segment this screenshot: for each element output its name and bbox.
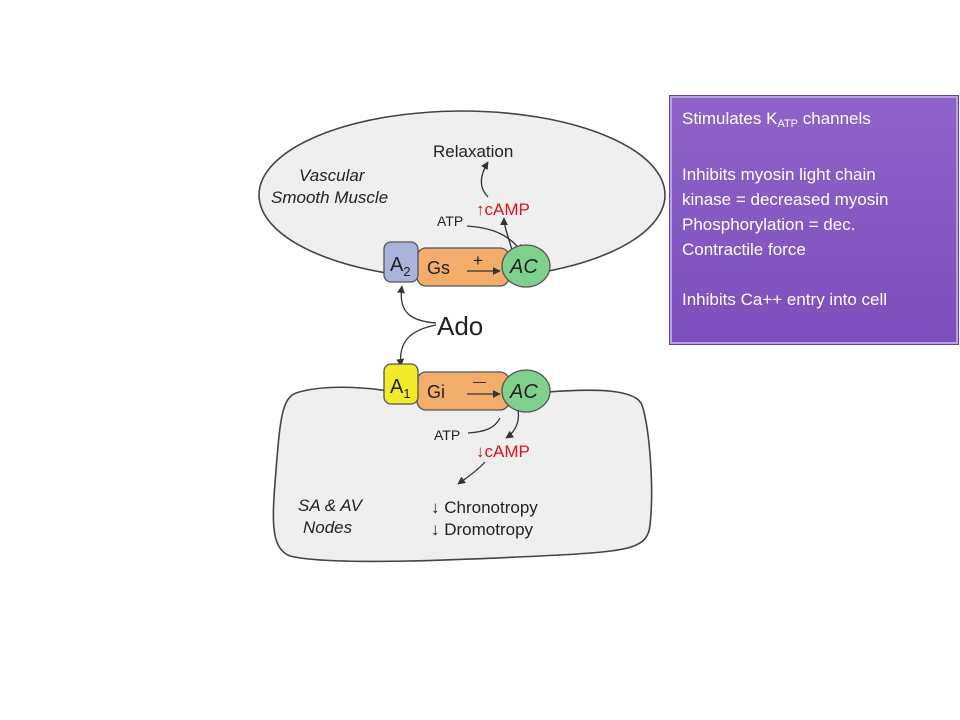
relaxation-label: Relaxation bbox=[433, 142, 513, 161]
info-line-myosin-2: kinase = decreased myosin bbox=[682, 190, 889, 209]
ado-to-a1-arrow bbox=[396, 324, 437, 367]
camp-down-text: cAMP bbox=[485, 442, 530, 461]
info-katp-sub: ATP bbox=[777, 118, 799, 130]
atp-bottom-label: ATP bbox=[434, 427, 460, 443]
chronotropy-label: ↓ Chronotropy bbox=[431, 498, 538, 517]
gi-minus-sign: — bbox=[473, 374, 486, 389]
atp-top-label: ATP bbox=[437, 213, 463, 229]
a2-label: A2 bbox=[390, 254, 411, 279]
info-katp-suffix: channels bbox=[798, 109, 871, 128]
camp-up-label: ↑cAMP bbox=[476, 200, 530, 219]
ado-to-a2-arrow bbox=[397, 285, 437, 324]
ac-enzyme-bottom bbox=[501, 369, 551, 413]
sa-av-node-cell bbox=[272, 386, 653, 563]
vascular-label-line2: Smooth Muscle bbox=[271, 188, 388, 207]
ac-label-bottom: AC bbox=[509, 381, 538, 403]
camp-down-arrow: ↓ bbox=[476, 442, 485, 461]
vascular-label-line1: Vascular bbox=[299, 166, 366, 185]
a2-receptor bbox=[383, 241, 419, 283]
camp-up-text: cAMP bbox=[485, 200, 530, 219]
info-line-calcium: Inhibits Ca++ entry into cell bbox=[682, 290, 888, 309]
dromotropy-label: ↓ Dromotropy bbox=[431, 520, 534, 539]
ac-to-camp-arrow-bottom bbox=[505, 409, 520, 439]
info-line-myosin-1: Inhibits myosin light chain bbox=[682, 165, 876, 184]
camp-to-relaxation-arrow bbox=[480, 161, 489, 198]
ac-enzyme-top bbox=[501, 244, 551, 288]
atp-to-camp-arrow-bottom bbox=[467, 417, 501, 434]
info-line-myosin-4: Contractile force bbox=[682, 240, 806, 259]
camp-up-arrow: ↑ bbox=[476, 200, 485, 219]
a1-letter: A bbox=[390, 376, 404, 398]
a1-subscript: 1 bbox=[403, 386, 410, 401]
adenosine-label: Ado bbox=[437, 311, 483, 341]
a2-letter: A bbox=[390, 254, 404, 276]
camp-down-label: ↓cAMP bbox=[476, 442, 530, 461]
info-line-katp: Stimulates KATP channels bbox=[682, 106, 948, 137]
a1-label: A1 bbox=[390, 376, 411, 401]
gs-plus-sign: + bbox=[473, 251, 483, 270]
a2-subscript: 2 bbox=[403, 264, 410, 279]
sa-av-label-line2: Nodes bbox=[303, 518, 353, 537]
ac-label-top: AC bbox=[509, 256, 538, 278]
sa-av-label-line1: SA & AV bbox=[298, 496, 364, 515]
a1-receptor bbox=[383, 363, 419, 405]
ac-to-camp-arrow-top bbox=[500, 217, 513, 251]
info-katp-prefix: Stimulates K bbox=[682, 109, 778, 128]
info-box: Stimulates KATP channels Inhibits myosin… bbox=[670, 96, 958, 344]
gs-label: Gs bbox=[427, 258, 450, 278]
camp-to-effects-arrow bbox=[457, 461, 486, 485]
info-line-myosin-3: Phosphorylation = dec. bbox=[682, 215, 856, 234]
gi-label: Gi bbox=[427, 382, 445, 402]
